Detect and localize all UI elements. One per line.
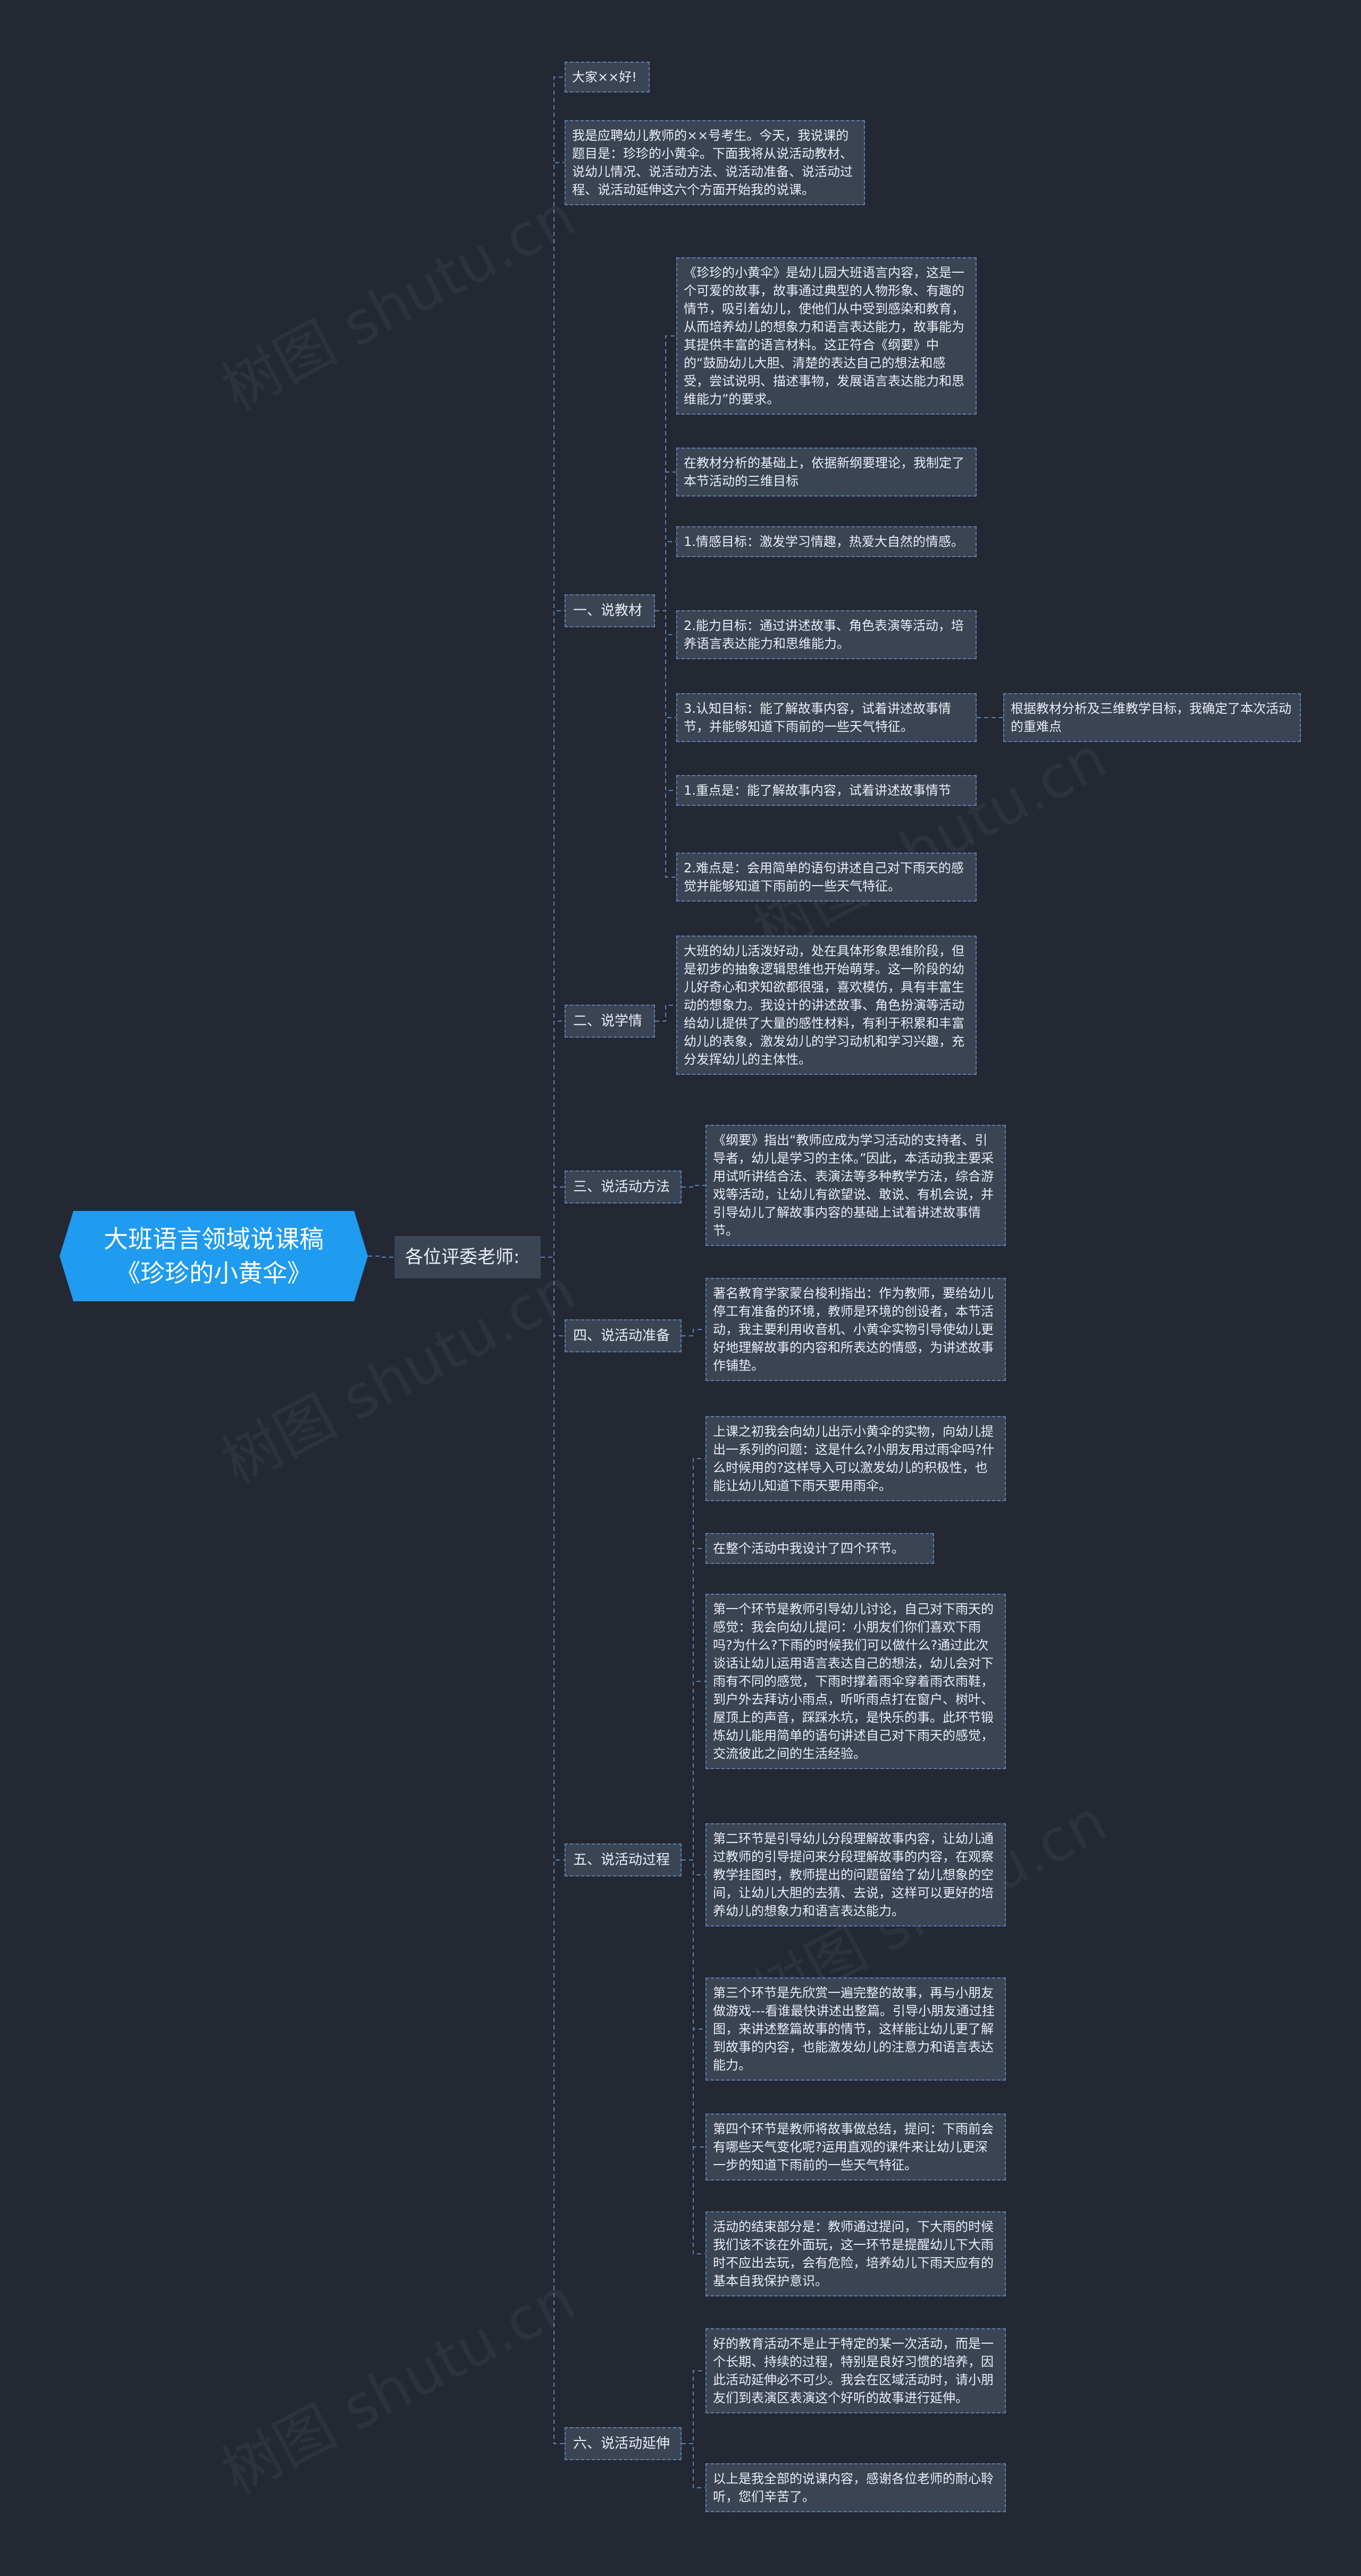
branch-extension[interactable]: 六、说活动延伸 [565, 2427, 682, 2460]
process-step-1[interactable]: 第一个环节是教师引导幼儿讨论，自己对下雨天的感觉：我会向幼儿提问：小朋友们你们喜… [705, 1594, 1006, 1769]
connector-line [655, 335, 676, 611]
difficult-point[interactable]: 2.难点是：会用简单的语句讲述自己对下雨天的感觉并能够知道下雨前的一些天气特征。 [676, 853, 977, 902]
branch-textbook[interactable]: 一、说教材 [565, 594, 655, 627]
methods-detail[interactable]: 《纲要》指出“教师应成为学习活动的支持者、引导者，幼儿是学习的主体。”因此，本活… [705, 1125, 1006, 1246]
intro-node[interactable]: 我是应聘幼儿教师的××号考生。今天，我说课的题目是：珍珍的小黄伞。下面我将从说活… [565, 120, 865, 205]
connector-line [682, 1681, 705, 1861]
connector-line [541, 1186, 565, 1258]
connector-line [682, 2443, 705, 2488]
connector-line [541, 1021, 565, 1258]
connector-line [541, 1257, 565, 1336]
greeting-node[interactable]: 大家××好! [565, 62, 650, 92]
connector-line [682, 2370, 705, 2444]
textbook-analysis[interactable]: 《珍珍的小黄伞》是幼儿园大班语言内容，这是一个可爱的故事，故事通过典型的人物形象… [676, 257, 977, 415]
key-points-note[interactable]: 根据教材分析及三维教学目标，我确定了本次活动的重难点 [1003, 693, 1301, 742]
process-overview[interactable]: 在整个活动中我设计了四个环节。 [705, 1533, 934, 1564]
connector-line [541, 1257, 565, 1861]
process-ending[interactable]: 活动的结束部分是：教师通过提问，下大雨的时候我们该不该在外面玩，这一环节是提醒幼… [705, 2211, 1006, 2296]
learners-detail[interactable]: 大班的幼儿活泼好动，处在具体形象思维阶段，但是初步的抽象逻辑思维也开始萌芽。这一… [676, 936, 977, 1075]
audience-node[interactable]: 各位评委老师: [394, 1236, 541, 1278]
process-step-2[interactable]: 第二环节是引导幼儿分段理解故事内容，让幼儿通过教师的引导提问来分段理解故事的内容… [705, 1823, 1006, 1926]
root-topic[interactable]: 大班语言领域说课稿《珍珍的小黄伞》 [60, 1211, 368, 1301]
key-point[interactable]: 1.重点是：能了解故事内容，试着讲述故事情节 [676, 775, 977, 806]
branch-preparation[interactable]: 四、说活动准备 [565, 1319, 682, 1352]
connector-line [682, 1185, 705, 1188]
goal-ability[interactable]: 2.能力目标：通过讲述故事、角色表演等活动，培养语言表达能力和思维能力。 [676, 610, 977, 659]
closing-remarks[interactable]: 以上是我全部的说课内容，感谢各位老师的耐心聆听，您们辛苦了。 [705, 2463, 1006, 2512]
connector-line [541, 77, 565, 1258]
extension-detail[interactable]: 好的教育活动不是止于特定的某一次活动，而是一个长期、持续的过程，特别是良好习惯的… [705, 2328, 1006, 2413]
connector-line [541, 610, 565, 1258]
process-intro[interactable]: 上课之初我会向幼儿出示小黄伞的实物，向幼儿提出一系列的问题：这是什么?小朋友用过… [705, 1416, 1006, 1501]
connector-line [541, 1257, 565, 2444]
goal-emotion[interactable]: 1.情感目标：激发学习情趣，热爱大自然的情感。 [676, 526, 977, 557]
preparation-detail[interactable]: 著名教育学家蒙台梭利指出：作为教师，要给幼儿停工有准备的环境，教师是环境的创设者… [705, 1278, 1006, 1381]
connector-line [682, 1859, 705, 2254]
goal-cognition[interactable]: 3.认知目标：能了解故事内容，试着讲述故事情节，并能够知道下雨前的一些天气特征。 [676, 693, 977, 742]
connector-line [655, 541, 676, 611]
connector-line [655, 1005, 676, 1022]
process-step-3[interactable]: 第三个环节是先欣赏一遍完整的故事，再与小朋友做游戏---看谁最快讲述出整篇。引导… [705, 1977, 1006, 2081]
textbook-goals-intro[interactable]: 在教材分析的基础上，依据新纲要理论，我制定了本节活动的三维目标 [676, 448, 977, 496]
connector-line [682, 1329, 705, 1336]
connector-line [655, 610, 676, 718]
connector-line [541, 162, 565, 1258]
branch-learners[interactable]: 二、说学情 [565, 1005, 655, 1038]
process-step-4[interactable]: 第四个环节是教师将故事做总结，提问：下雨前会有哪些天气变化呢?运用直观的课件来让… [705, 2114, 1006, 2181]
connector-line [655, 610, 676, 878]
connector-line [682, 1859, 705, 2030]
branch-process[interactable]: 五、说活动过程 [565, 1843, 682, 1876]
branch-methods[interactable]: 三、说活动方法 [565, 1171, 682, 1203]
connector-line [368, 1256, 394, 1258]
